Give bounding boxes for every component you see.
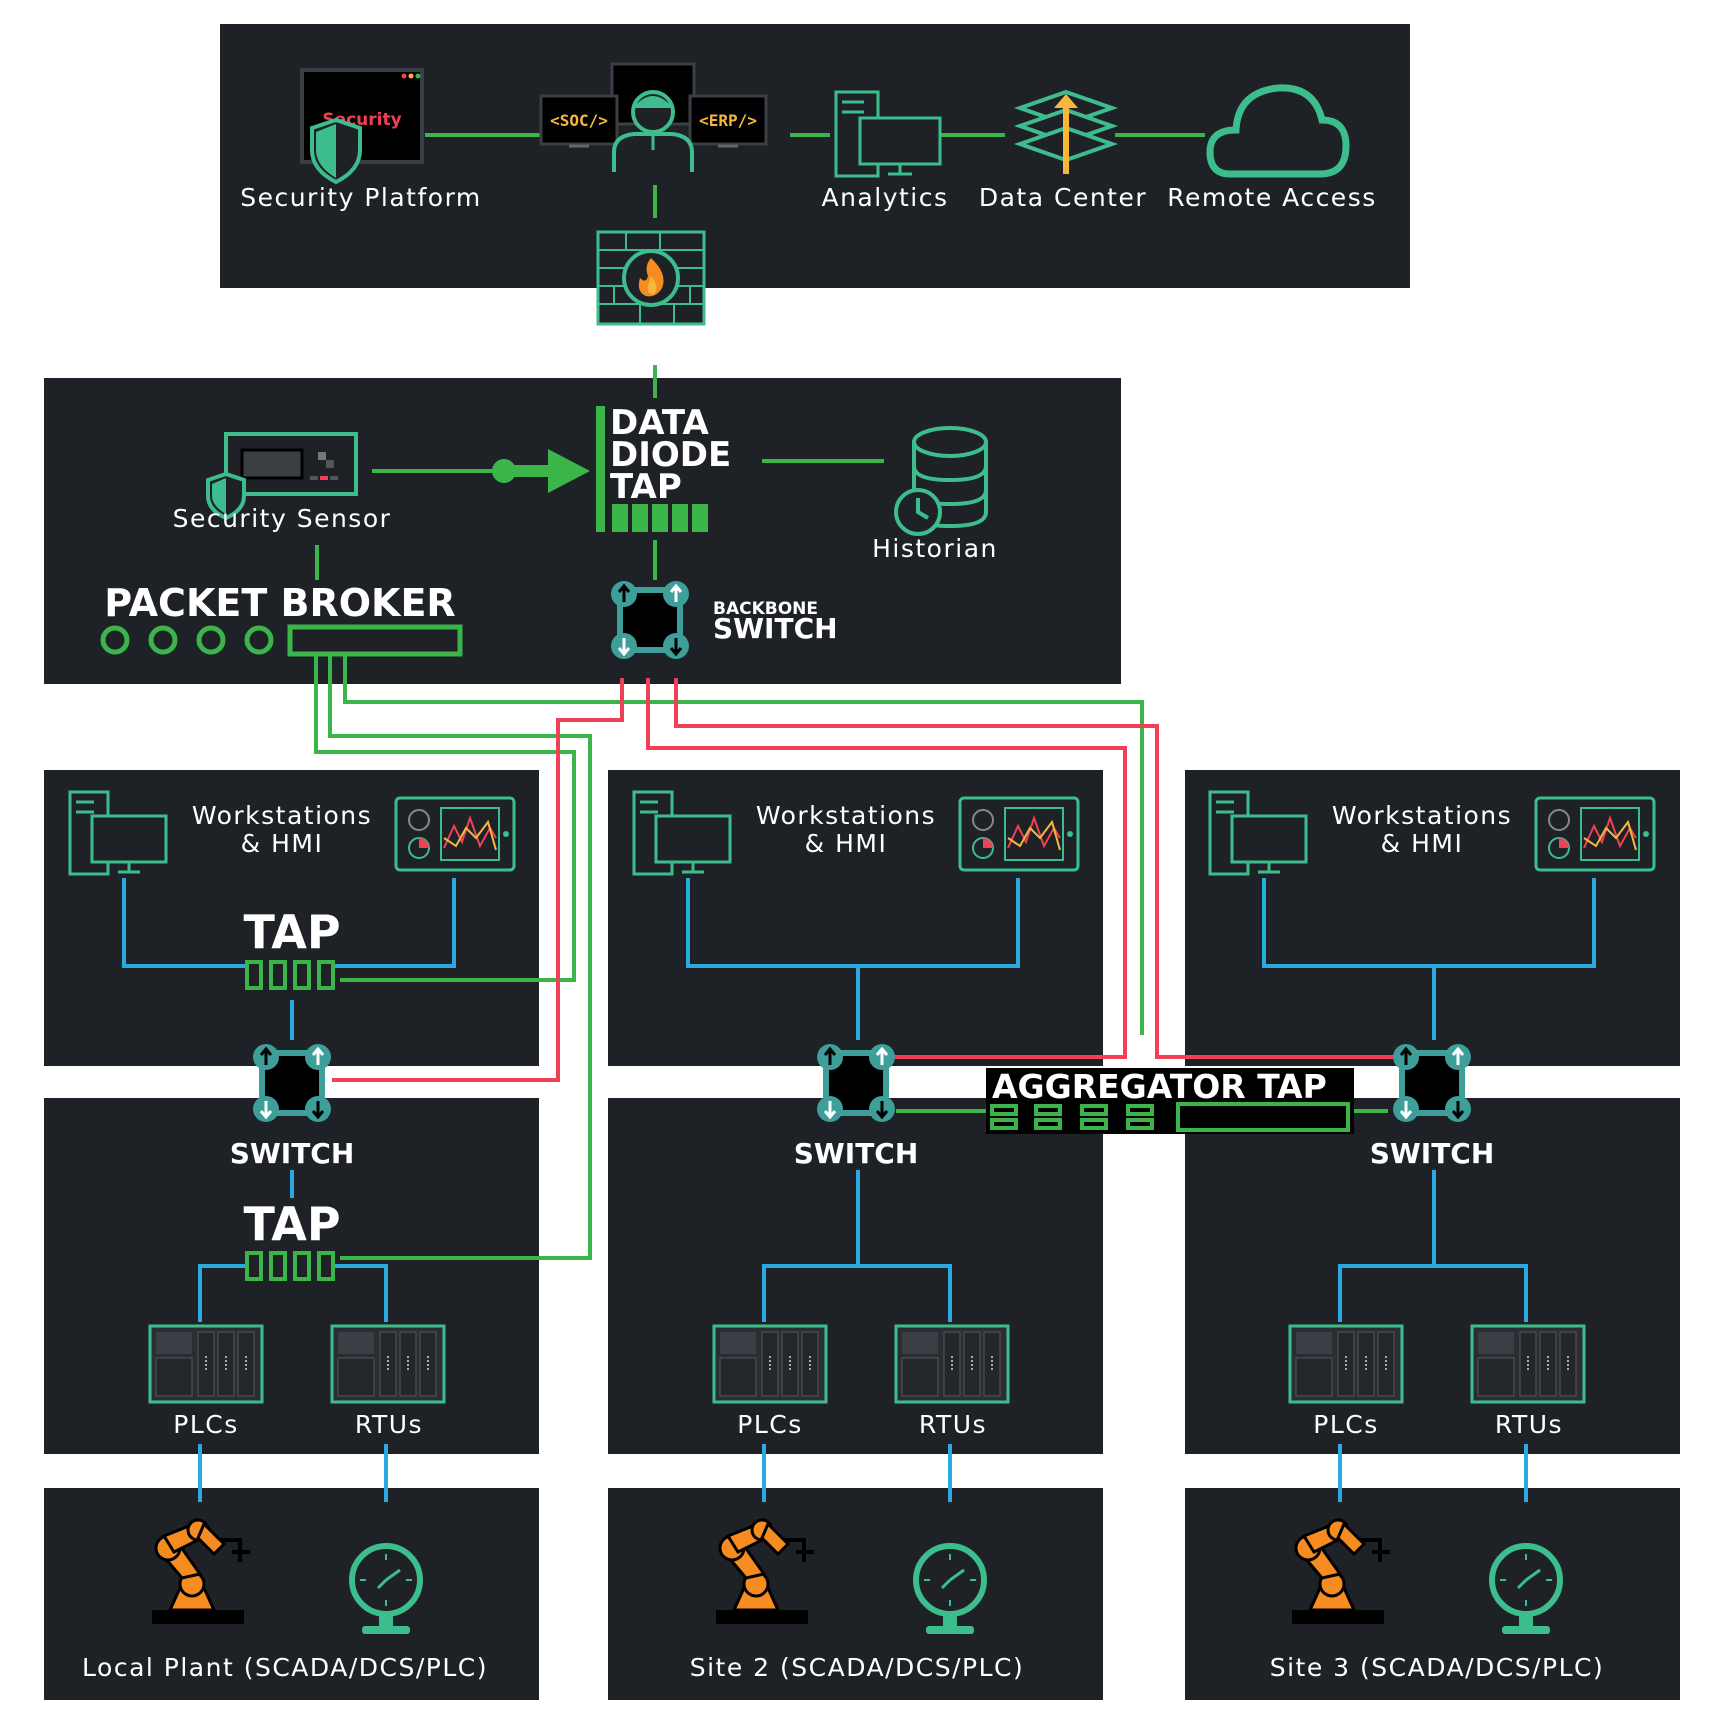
erp-label: <ERP/>: [699, 111, 757, 130]
site1-switch-icon: [253, 1044, 331, 1122]
diode-line-1: DATA: [610, 403, 709, 443]
site3-plcs-label: PLCs: [1313, 1410, 1379, 1439]
site1-workstations-line1: Workstations: [192, 801, 372, 830]
diode-arrow: [492, 449, 590, 493]
site1-hmi-icon: [394, 796, 516, 872]
security-platform-label: Security Platform: [240, 183, 482, 212]
site1-switch-label: SWITCH: [230, 1137, 355, 1170]
site3-hmi-icon: [1534, 796, 1656, 872]
site1-rtus-label: RTUs: [355, 1410, 423, 1439]
security-sensor-label: Security Sensor: [173, 504, 392, 533]
backbone-switch-icon: [611, 581, 689, 659]
soc-label: <SOC/>: [550, 111, 608, 130]
site2-blue-links: [686, 878, 1020, 1502]
site1-tap-lower: [243, 1249, 337, 1283]
aggregator-tap-label: AGGREGATOR TAP: [992, 1067, 1327, 1106]
site1-tap-upper: [243, 958, 337, 992]
firewall-label: Firewall: [595, 328, 701, 357]
site2-field-panel: [608, 1488, 1103, 1700]
diode-line-2: DIODE: [610, 435, 731, 475]
data-center-icon: [1013, 89, 1119, 174]
operator-icon: <SOC/> <ERP/>: [539, 62, 768, 172]
security-platform-icon: Security: [300, 68, 424, 185]
site2-rtu-icon: [894, 1324, 1010, 1404]
backbone-switch-label-top: BACKBONE: [713, 599, 818, 619]
firewall-icon: [596, 230, 706, 326]
site2-plcs-label: PLCs: [737, 1410, 803, 1439]
remote-access-label: Remote Access: [1167, 183, 1377, 212]
site2-switch-icon: [817, 1044, 895, 1122]
site2-switch-label: SWITCH: [794, 1137, 919, 1170]
site2-name: Site 2 (SCADA/DCS/PLC): [690, 1653, 1025, 1682]
historian-label: Historian: [872, 534, 998, 563]
backbone-links: [315, 459, 884, 580]
site2-plc-icon: [712, 1324, 828, 1404]
site3-rtu-icon: [1470, 1324, 1586, 1404]
site1-tap-upper-label: TAP: [243, 905, 340, 959]
aggregator-tap: AGGREGATOR TAP: [986, 1067, 1354, 1134]
data-center-label: Data Center: [979, 183, 1147, 212]
analytics-label: Analytics: [821, 183, 948, 212]
green-monitor-links: [314, 654, 1388, 1260]
analytics-icon: [834, 90, 942, 178]
site1-plcs-label: PLCs: [173, 1410, 239, 1439]
site1-rtu-icon: [330, 1324, 446, 1404]
site3-field-panel: [1185, 1488, 1680, 1700]
data-diode-tap: DATA DIODE TAP: [596, 403, 731, 532]
packet-broker-label: PACKET BROKER: [104, 581, 455, 625]
site1-workstations-line2: & HMI: [241, 829, 324, 858]
site2-workstations-line2: & HMI: [805, 829, 888, 858]
site3-name: Site 3 (SCADA/DCS/PLC): [1270, 1653, 1605, 1682]
site3-switch-label: SWITCH: [1370, 1137, 1495, 1170]
red-switch-links: [332, 678, 1396, 1082]
site3-switch-icon: [1393, 1044, 1471, 1122]
security-sensor-icon: [206, 432, 358, 521]
site3-workstations-line2: & HMI: [1381, 829, 1464, 858]
site2-rtus-label: RTUs: [919, 1410, 987, 1439]
site3-workstations-line1: Workstations: [1332, 801, 1512, 830]
packet-broker-ports: [100, 624, 463, 657]
historian-icon: [894, 426, 988, 536]
site1-tap-lower-label: TAP: [243, 1197, 340, 1251]
site2-lower-panel: [608, 1098, 1103, 1454]
site1-plc-icon: [148, 1324, 264, 1404]
site3-lower-panel: [1185, 1098, 1680, 1454]
site3-blue-links: [1262, 878, 1596, 1502]
cloud-icon: [1206, 84, 1350, 178]
site3-rtus-label: RTUs: [1495, 1410, 1563, 1439]
site2-workstations-line1: Workstations: [756, 801, 936, 830]
backbone-switch-label-bottom: SWITCH: [713, 612, 838, 645]
site2-hmi-icon: [958, 796, 1080, 872]
site1-field-panel: [44, 1488, 539, 1700]
site3-plc-icon: [1288, 1324, 1404, 1404]
diode-line-3: TAP: [610, 467, 682, 507]
top-links: [425, 133, 1205, 398]
site1-name: Local Plant (SCADA/DCS/PLC): [82, 1653, 488, 1682]
